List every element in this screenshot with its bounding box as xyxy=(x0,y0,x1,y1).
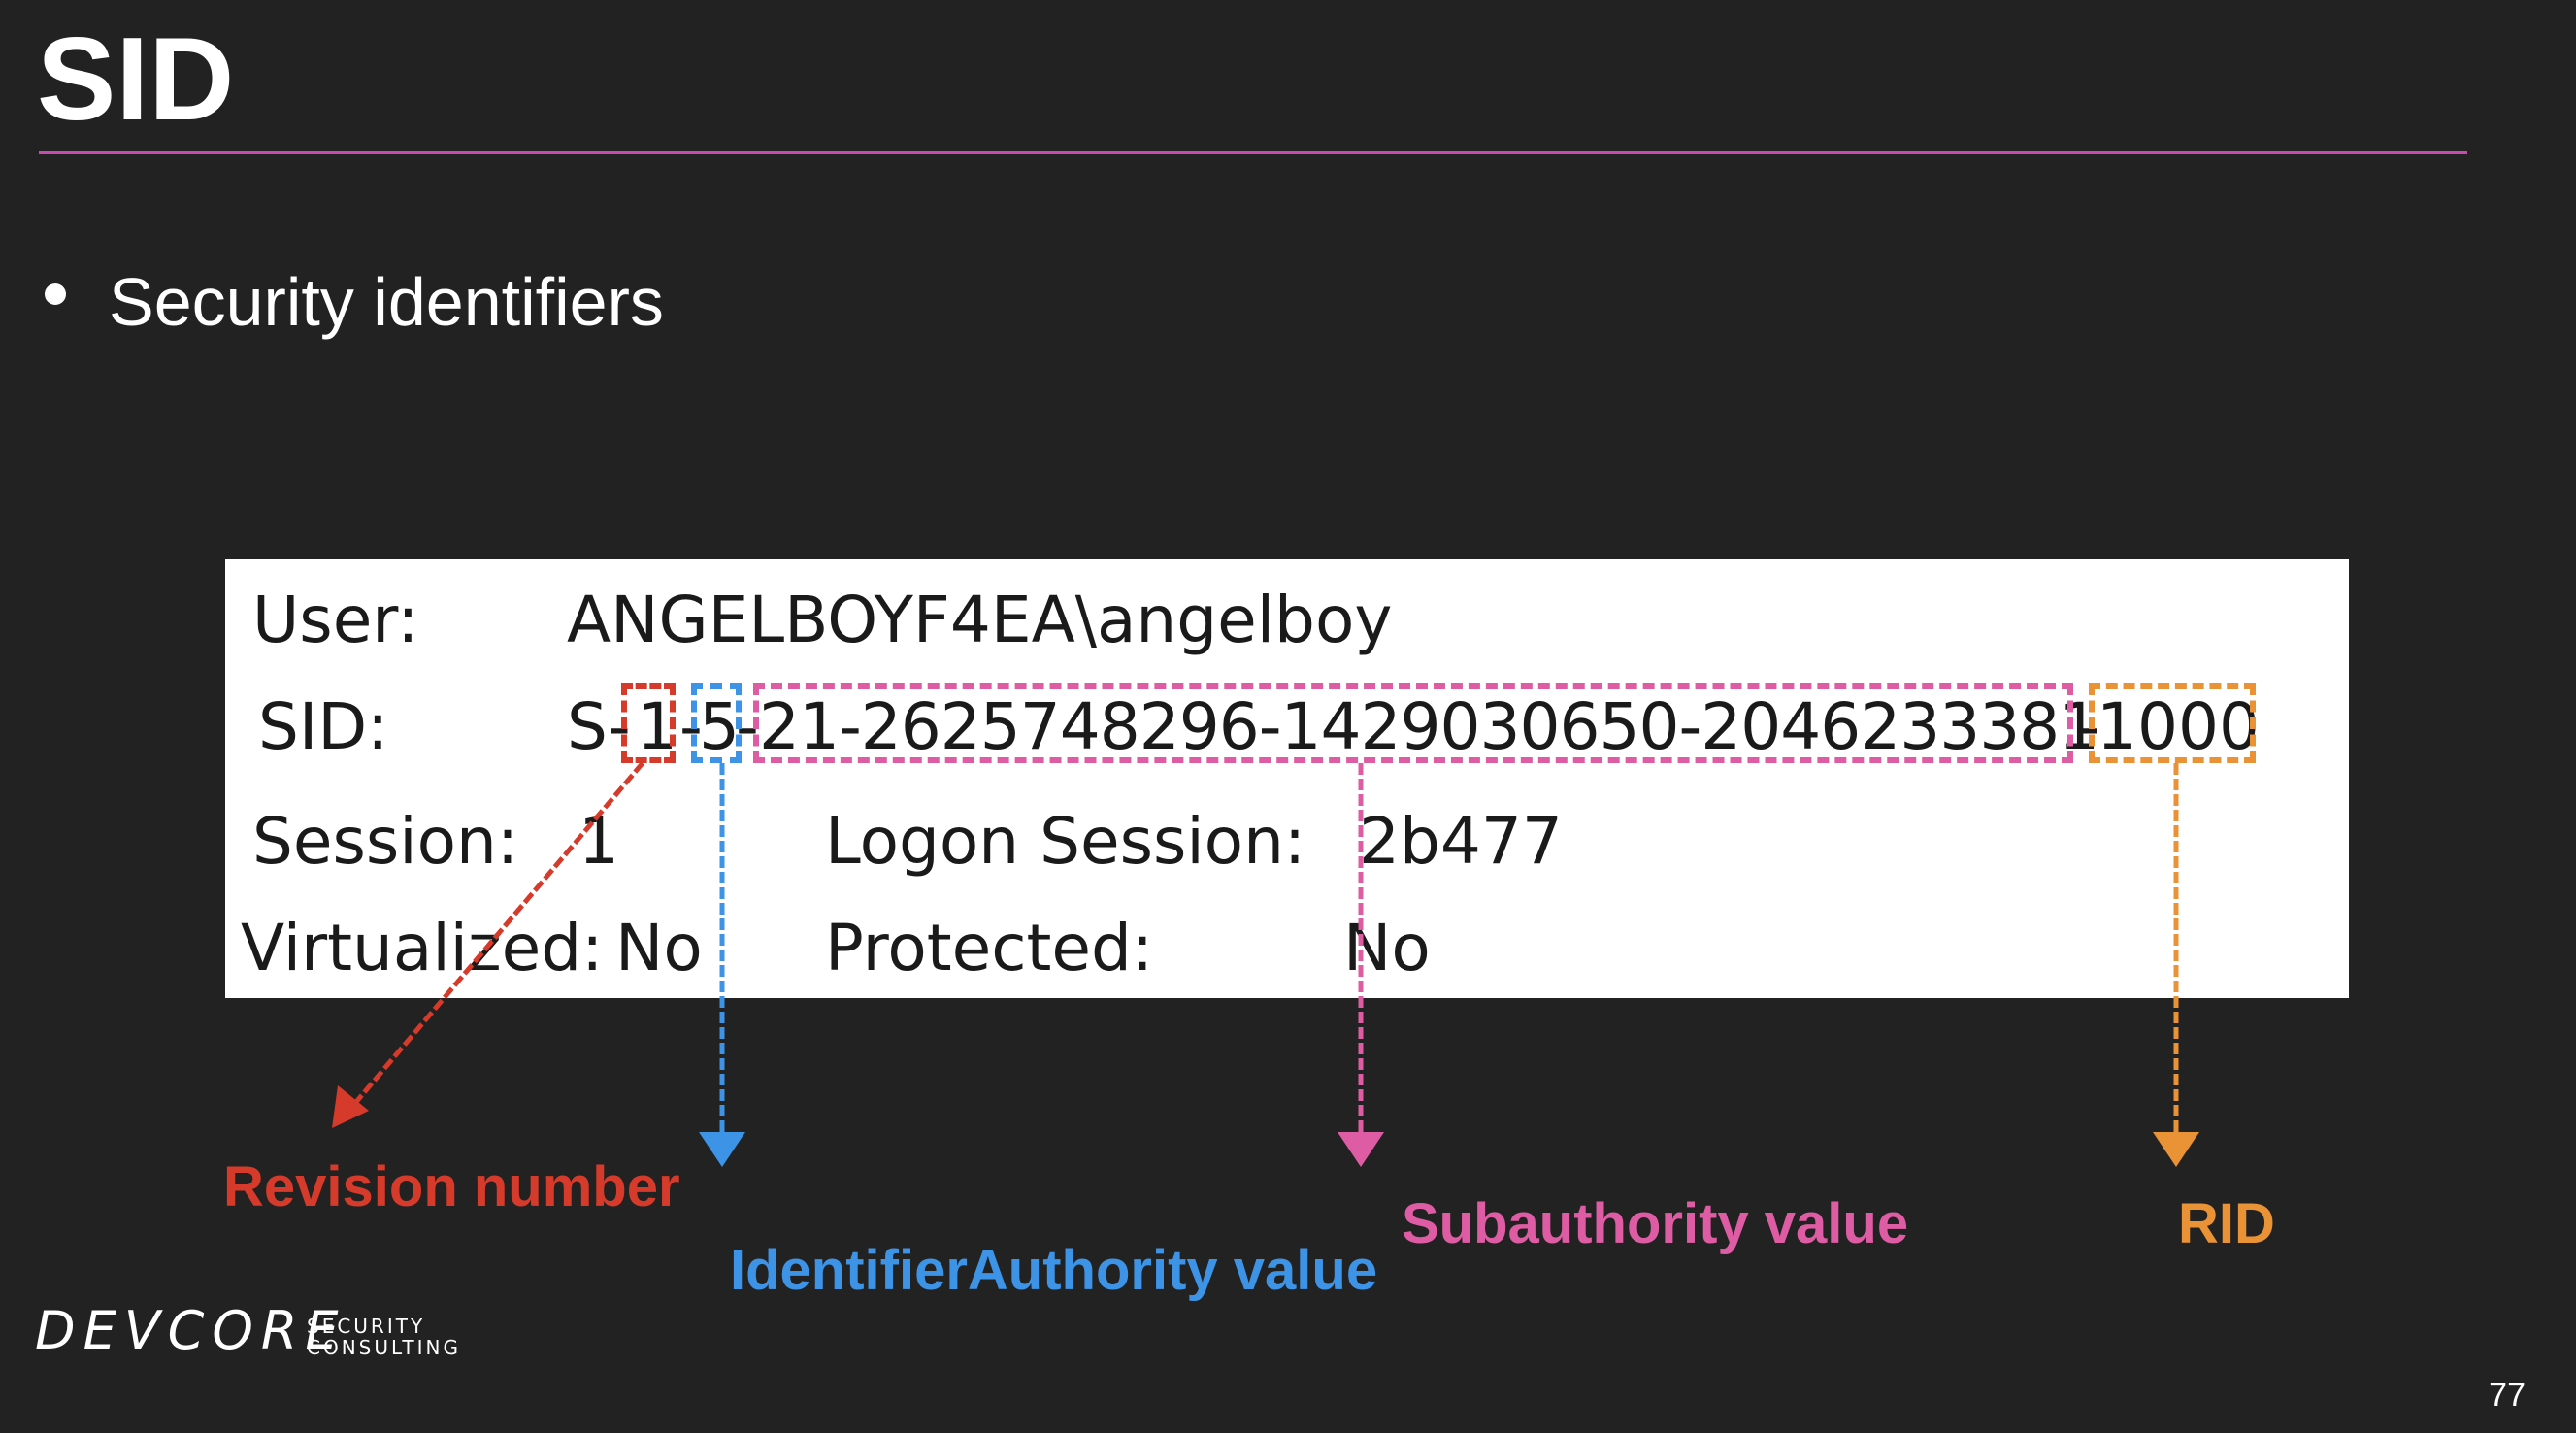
bullet-dot xyxy=(45,283,66,305)
page-number: 77 xyxy=(2489,1377,2526,1414)
session-label: Session: xyxy=(252,804,519,879)
logon-session-value: 2b477 xyxy=(1359,804,1563,879)
logo-tagline-1: SECURITY xyxy=(307,1315,426,1338)
slide-title: SID xyxy=(37,13,235,145)
rid-highlight-box xyxy=(2089,683,2256,763)
title-divider xyxy=(39,151,2467,154)
virtualized-label: Virtualized: xyxy=(241,911,604,985)
protected-value: No xyxy=(1343,911,1431,985)
user-value: ANGELBOYF4EA\angelboy xyxy=(567,583,1393,657)
identifier-authority-label: IdentifierAuthority value xyxy=(730,1239,1378,1302)
sid-label: SID: xyxy=(258,689,389,764)
sid-subauthority: 21-2625748296-1429030650-2046233381 xyxy=(759,689,2099,764)
sid-authority: 5 xyxy=(699,689,740,764)
virtualized-value: No xyxy=(615,911,703,985)
user-label: User: xyxy=(252,583,419,657)
sid-rid: 1000 xyxy=(2097,689,2260,764)
subauthority-highlight-box xyxy=(753,683,2073,763)
revision-number-label: Revision number xyxy=(223,1155,680,1218)
authority-highlight-box xyxy=(691,683,742,763)
rid-label: RID xyxy=(2178,1192,2275,1255)
subauthority-label: Subauthority value xyxy=(1402,1192,1909,1255)
protected-label: Protected: xyxy=(825,911,1154,985)
logo-wordmark: DEVCORE xyxy=(35,1300,347,1361)
session-value: 1 xyxy=(578,804,619,879)
logon-session-label: Logon Session: xyxy=(825,804,1306,879)
token-info-panel: User: ANGELBOYF4EA\angelboy SID: S- 1 - … xyxy=(225,559,2349,998)
sid-prefix: S- xyxy=(567,689,631,764)
revision-highlight-box xyxy=(621,683,676,763)
logo-tagline-2: CONSULTING xyxy=(307,1336,461,1359)
bullet-text: Security identifiers xyxy=(109,264,664,340)
